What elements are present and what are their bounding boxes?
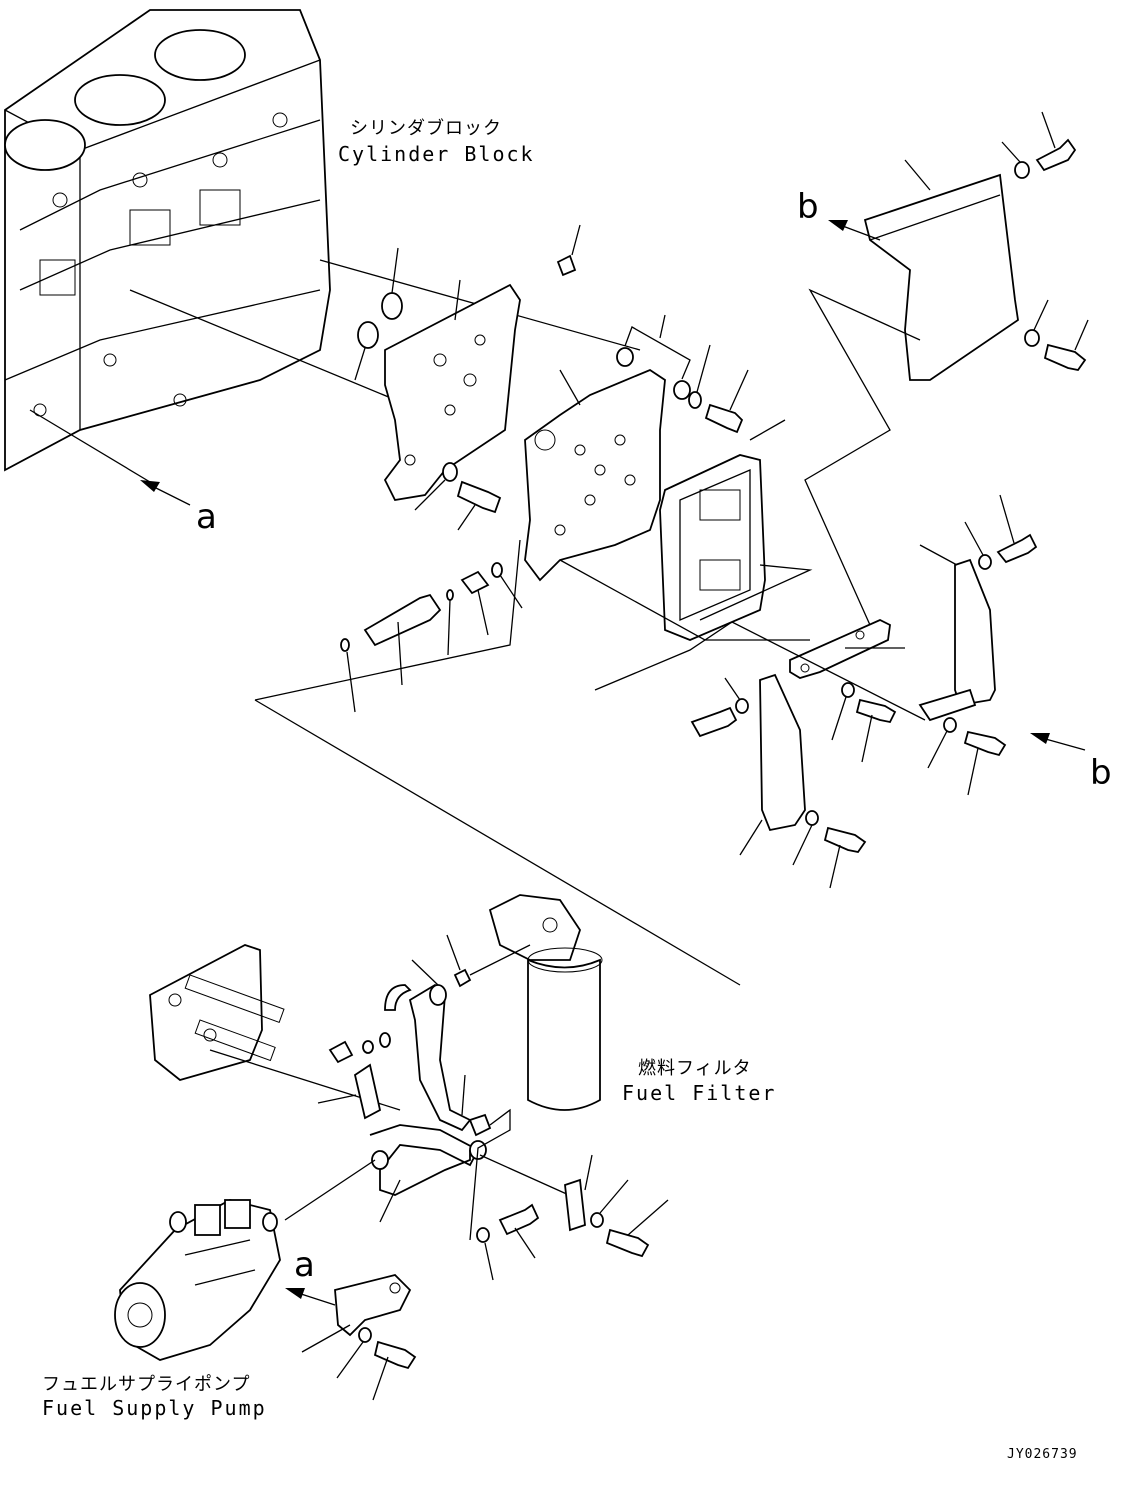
side-plate-left (739, 673, 806, 856)
drawing-code: JY026739 (1007, 1447, 1078, 1462)
view-arrow-b-upper (828, 220, 881, 241)
clip-lower (564, 1154, 593, 1232)
o-ring-upper (381, 247, 403, 320)
fuel-supply-pump (114, 1199, 281, 1361)
bolt-lower-2 (498, 1203, 540, 1259)
pipe-joint (461, 1074, 492, 1137)
washer-lower-1 (590, 1179, 629, 1228)
fuel-supply-pump-label-ja: フュエルサプライポンプ (42, 1374, 251, 1395)
bolt-r2 (963, 730, 1007, 796)
fuel-supply-pump-label-en: Fuel Supply Pump (42, 1396, 267, 1420)
gear-case (149, 944, 285, 1081)
pump-bracket (301, 1274, 412, 1353)
washer-r1 (964, 521, 992, 570)
bolt-c1 (855, 698, 897, 763)
engine-controller (659, 419, 786, 641)
banjo-bolt (328, 1032, 391, 1064)
washer-r2 (927, 717, 957, 769)
washer-lower-2 (476, 1227, 494, 1281)
bolt-cover-top (1035, 111, 1077, 172)
fuel-filter-label-en: Fuel Filter (622, 1081, 777, 1105)
view-arrow-a-lower (285, 1288, 336, 1306)
bolt-flange (456, 480, 502, 531)
view-ref-a-upper: a (196, 497, 217, 537)
mounting-bracket (524, 368, 666, 582)
o-ring-small-2 (446, 589, 454, 656)
washer-cover-bottom (1024, 299, 1049, 347)
stay-bar (789, 619, 905, 679)
bolt-r1 (996, 494, 1038, 564)
hose-end (384, 984, 412, 1011)
collar-pair (616, 314, 691, 400)
bolt-l1 (690, 706, 738, 738)
view-ref-b-lower: b (1090, 753, 1112, 793)
view-arrow-a-upper (140, 480, 191, 506)
pipe-clamp (317, 1063, 382, 1120)
washer-bracket (688, 344, 711, 409)
fuel-pipe-assembly (369, 959, 487, 1223)
fuel-filter-label-ja: 燃料フィルタ (638, 1058, 752, 1079)
cap-nut-top (556, 224, 581, 277)
view-ref-a-lower: a (294, 1245, 315, 1285)
bolt-l2 (823, 826, 867, 889)
cylinder-block (4, 9, 331, 472)
bolt-cover-bottom (1043, 319, 1089, 371)
bolt-pump (372, 1340, 417, 1401)
cover-b (863, 159, 1019, 381)
bolt-bracket (704, 369, 749, 434)
o-ring-small-1 (491, 562, 523, 609)
o-ring-small-3 (340, 638, 356, 713)
washer-flange (414, 462, 458, 511)
small-plate (918, 688, 977, 722)
o-ring-lower (354, 321, 379, 381)
joint-bolt (363, 593, 442, 686)
bolt-lower-1 (605, 1199, 669, 1258)
connector-fitting (460, 570, 490, 636)
side-plate-right (919, 544, 996, 707)
washer-pump (336, 1327, 372, 1379)
view-ref-b-upper: b (797, 187, 819, 227)
cylinder-block-label-en: Cylinder Block (338, 142, 535, 166)
washer-cover-top (1001, 141, 1030, 179)
washer-c1 (831, 682, 855, 741)
nut-filter (446, 934, 472, 988)
view-arrow-b-lower (1030, 733, 1086, 751)
cylinder-block-label-ja: シリンダブロック (350, 118, 502, 139)
flange-plate (383, 279, 521, 501)
washer-l2 (792, 810, 819, 866)
washer-l1 (724, 677, 749, 714)
fuel-filter (488, 894, 603, 1111)
